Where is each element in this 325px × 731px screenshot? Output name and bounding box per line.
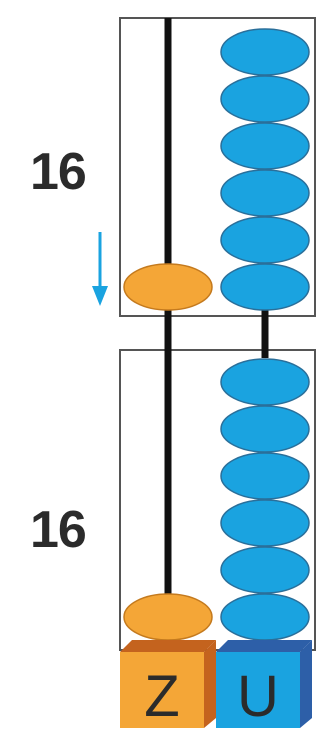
top-frame [119, 17, 316, 317]
tens-bead [123, 593, 213, 641]
units-bead [220, 358, 310, 406]
units-bead [220, 405, 310, 453]
units-bead [220, 122, 310, 170]
top-tens-beads [123, 263, 213, 311]
units-bead [220, 593, 310, 641]
tens-block: Z [120, 640, 216, 729]
bottom-tens-beads [123, 593, 213, 641]
units-bead [220, 28, 310, 76]
tens-bead [123, 263, 213, 311]
arrow-down-icon [92, 232, 108, 306]
units-block-label: U [237, 664, 279, 729]
units-bead [220, 546, 310, 594]
units-bead [220, 263, 310, 311]
units-bead [220, 216, 310, 264]
units-bead [220, 169, 310, 217]
units-bead [220, 452, 310, 500]
bottom-units-beads [220, 358, 310, 641]
units-bead [220, 499, 310, 547]
units-bead [220, 75, 310, 123]
top-number-label: 16 [30, 143, 87, 201]
bottom-number-label: 16 [30, 501, 87, 559]
bottom-frame [119, 349, 316, 651]
units-block: U [216, 640, 312, 729]
top-units-beads [220, 28, 310, 311]
tens-block-label: Z [144, 664, 179, 729]
